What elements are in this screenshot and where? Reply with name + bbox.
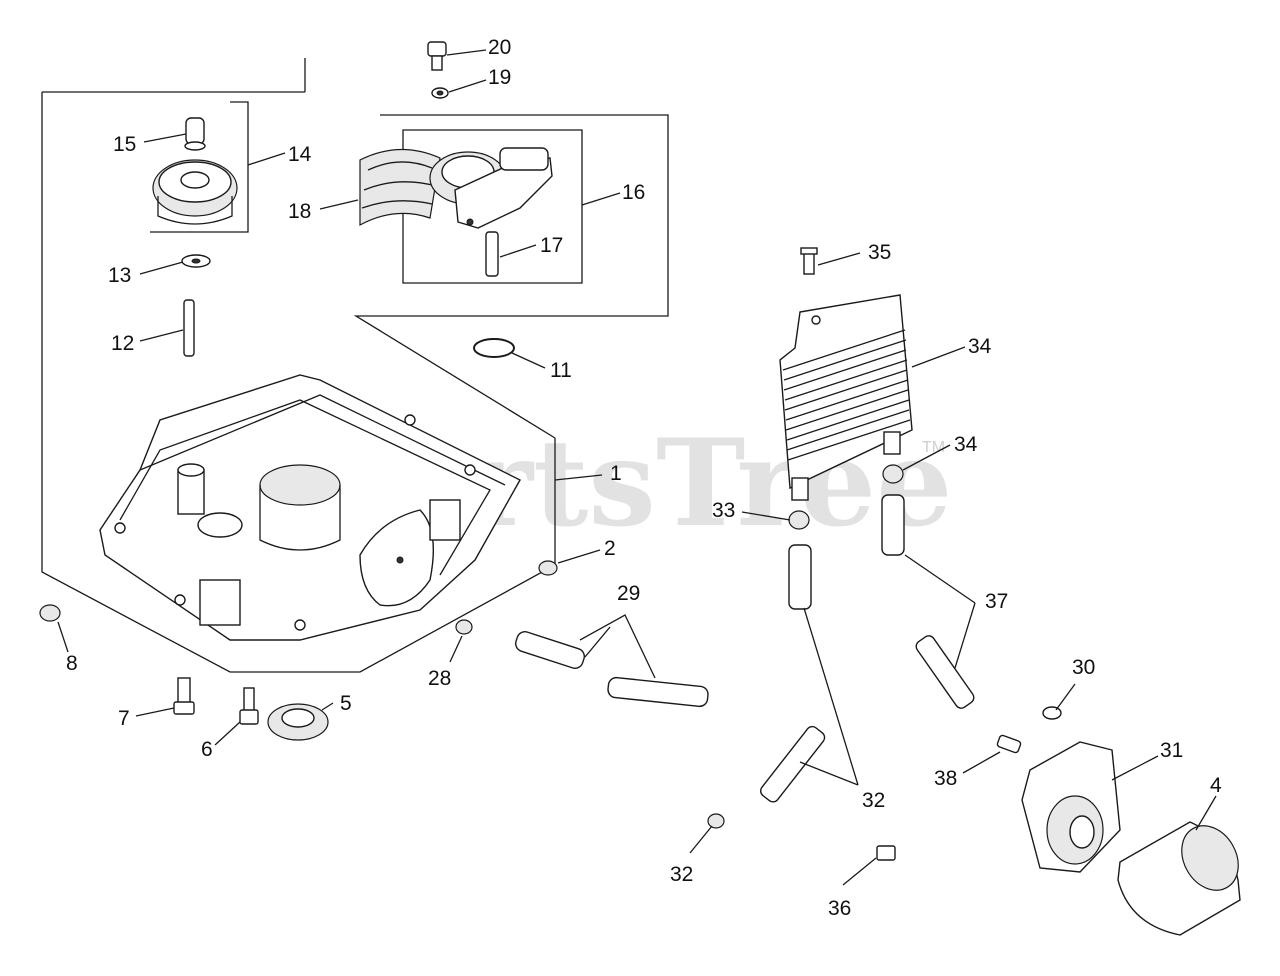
washer-13 — [181, 254, 211, 268]
plug-8 — [39, 604, 61, 622]
group-outline-lines — [41, 58, 669, 673]
callout-12: 12 — [111, 332, 134, 355]
pin-12 — [183, 299, 195, 357]
hose-33 — [759, 725, 826, 803]
o-ring-11 — [473, 338, 515, 358]
callout-37: 36 — [828, 897, 851, 920]
callout-13: 13 — [108, 264, 131, 287]
oil-screen-18 — [359, 148, 441, 227]
callout-31: 31 — [1160, 739, 1183, 762]
callout-7: 7 — [118, 707, 130, 730]
clamp-34-right — [882, 464, 904, 484]
callout-1: 1 — [610, 462, 622, 485]
callout-4: 4 — [1210, 774, 1222, 797]
callout-14: 14 — [288, 143, 312, 166]
callout-6: 6 — [201, 738, 213, 761]
callout-8: 8 — [66, 652, 78, 675]
callout-2: 2 — [604, 537, 616, 560]
leader-lines — [57, 49, 1217, 886]
callout-33: 32 — [862, 789, 885, 812]
plug-2 — [538, 560, 558, 576]
bolt-20 — [427, 41, 447, 71]
fitting-28 — [455, 619, 473, 635]
oil-filter-4 — [1117, 821, 1241, 936]
fitting-39 — [996, 734, 1022, 754]
callout-30: 30 — [1072, 656, 1095, 679]
callout-17: 17 — [540, 234, 563, 257]
callout-15: 15 — [113, 133, 136, 156]
callout-28: 28 — [428, 667, 451, 690]
callout-39: 38 — [934, 767, 957, 790]
callout-16: 16 — [622, 181, 645, 204]
callout-18: 18 — [288, 200, 311, 223]
bolt-6 — [239, 687, 259, 725]
clip-37 — [876, 845, 896, 861]
gear-assembly — [152, 117, 238, 225]
oil-cooler-35 — [779, 294, 913, 501]
hose-29 — [515, 631, 709, 708]
washer-19 — [431, 87, 449, 99]
seal-5 — [267, 703, 329, 741]
hose-under-cooler-right — [881, 494, 905, 556]
callout-35: 34 — [968, 335, 992, 358]
fitting-32 — [707, 813, 725, 829]
callout-32: 32 — [670, 863, 693, 886]
callout-29: 29 — [617, 582, 640, 605]
callout-20: 20 — [488, 36, 511, 59]
hose-38 — [915, 635, 975, 709]
hose-under-cooler-left — [788, 544, 812, 610]
callout-11: 11 — [550, 359, 572, 382]
oil-pump-16 — [429, 147, 553, 229]
watermark-trademark: TM — [922, 439, 945, 456]
screw-36 — [800, 247, 818, 275]
fitting-30 — [1042, 706, 1062, 720]
callout-5: 5 — [340, 692, 352, 715]
callout-36: 35 — [868, 241, 891, 264]
callout-34-right: 34 — [954, 433, 978, 456]
pin-17 — [485, 231, 499, 277]
callout-34-left: 33 — [712, 499, 735, 522]
bolt-7 — [173, 677, 195, 715]
callout-38: 37 — [985, 590, 1008, 613]
filter-adapter-31 — [1021, 741, 1121, 873]
callout-19: 19 — [488, 66, 511, 89]
clamp-34-left — [788, 510, 810, 530]
callout-labels: 20 19 15 14 18 16 17 13 12 11 1 2 8 7 6 … — [66, 36, 1222, 920]
oil-pan-1 — [99, 374, 521, 641]
